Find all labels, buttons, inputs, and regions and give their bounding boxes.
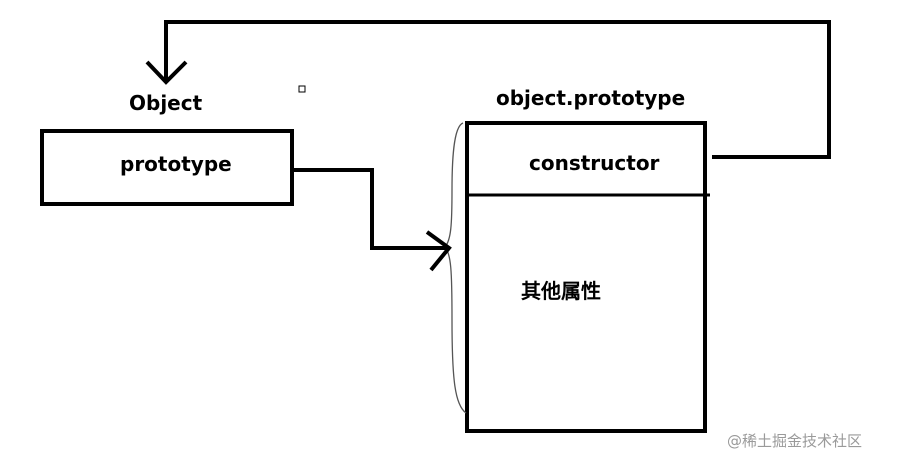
small-square-marker (298, 85, 306, 93)
prototype-to-object-prototype-arrow (292, 168, 449, 250)
constructor-to-object-arrow (164, 20, 831, 159)
object-box-label: prototype (120, 152, 232, 176)
proto-constructor-label: constructor (529, 151, 660, 175)
proto-title: object.prototype (496, 86, 686, 110)
object-label: Object (129, 91, 203, 115)
watermark: @稀土掘金技术社区 (727, 432, 863, 450)
curly-brace (444, 122, 467, 414)
arrowhead-down (145, 60, 188, 85)
arrowhead-right (425, 230, 452, 272)
proto-other-label: 其他属性 (521, 279, 601, 303)
object-prototype-table (465, 121, 707, 433)
object-prototype-box (40, 129, 294, 206)
